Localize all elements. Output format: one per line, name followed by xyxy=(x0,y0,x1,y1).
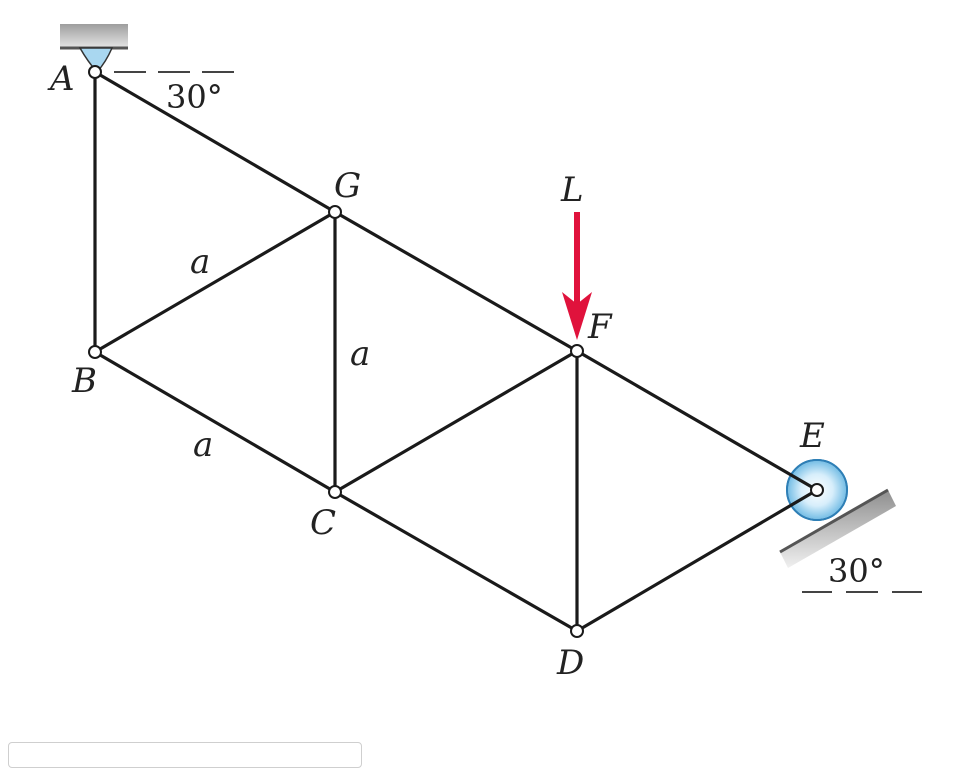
member-bc xyxy=(93,350,337,494)
member-de xyxy=(575,488,819,633)
truss-members xyxy=(93,70,819,633)
angle-label-e: 30° xyxy=(828,552,885,590)
joint-e xyxy=(810,483,824,497)
joint-d xyxy=(570,624,584,638)
length-label-bg: a xyxy=(190,242,210,282)
length-label-bc: a xyxy=(193,425,213,465)
inclined-ground-e xyxy=(780,490,896,568)
joint-label-d: D xyxy=(556,643,584,683)
member-bg xyxy=(93,210,337,354)
ceiling-ground-a xyxy=(60,24,128,48)
joint-a xyxy=(88,65,102,79)
load-label-l: L xyxy=(560,170,584,210)
length-label-gc: a xyxy=(350,334,370,374)
answer-input-box[interactable] xyxy=(8,742,362,768)
joint-label-a: A xyxy=(47,59,75,99)
member-fe xyxy=(575,349,819,492)
joint-label-e: E xyxy=(799,416,825,456)
member-ag xyxy=(93,70,337,214)
joint-label-f: F xyxy=(587,307,613,347)
joint-label-g: G xyxy=(334,166,361,206)
angle-label-a: 30° xyxy=(166,78,223,116)
inclined-ground-edge-e xyxy=(779,488,889,554)
member-cf xyxy=(333,349,579,494)
joint-f xyxy=(570,344,584,358)
roller-e-rim xyxy=(786,459,848,521)
joint-label-c: C xyxy=(310,503,336,543)
joint-label-b: B xyxy=(71,361,97,401)
joint-c xyxy=(328,485,342,499)
member-cd xyxy=(333,490,579,633)
member-gf xyxy=(333,210,579,353)
truss-joints xyxy=(88,65,824,638)
load-arrow-head xyxy=(562,292,592,340)
joint-g xyxy=(328,205,342,219)
load-arrow-l xyxy=(562,212,592,340)
joint-b xyxy=(88,345,102,359)
